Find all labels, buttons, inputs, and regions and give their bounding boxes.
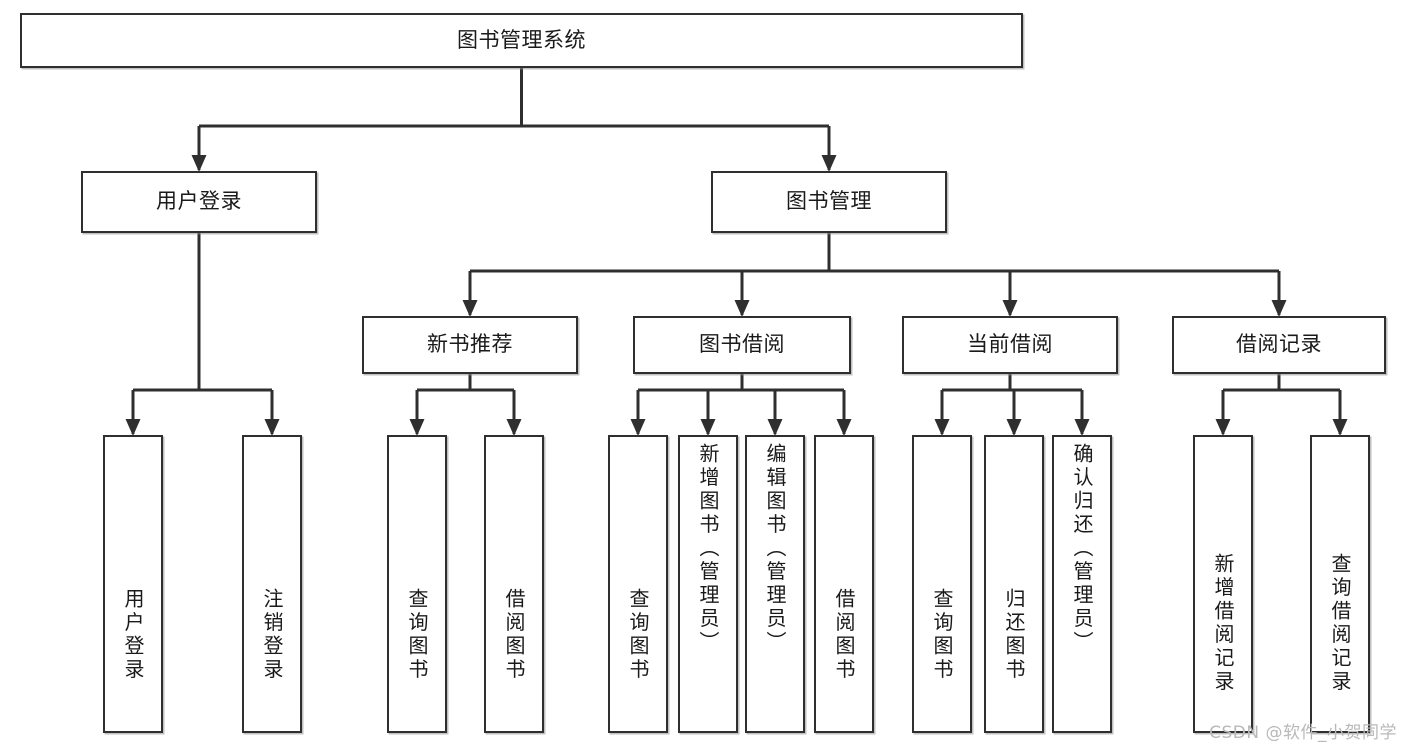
node-borrow-record[interactable]: 借阅记录: [1172, 316, 1386, 374]
node-leaf-logout[interactable]: 注销登录: [242, 435, 302, 733]
node-label: 新增借阅记录: [1211, 552, 1235, 694]
node-label: 注销登录: [260, 588, 284, 682]
node-label: 图书管理系统: [457, 27, 586, 52]
node-label: 用户登录: [121, 588, 145, 682]
node-label: 用户登录: [156, 189, 242, 214]
node-label: 图书管理: [786, 189, 872, 214]
node-new-book-recommend[interactable]: 新书推荐: [362, 316, 578, 374]
node-root[interactable]: 图书管理系统: [20, 13, 1023, 68]
node-label: 借阅记录: [1236, 332, 1322, 357]
node-label: 归还图书: [1002, 588, 1026, 682]
node-label: 确认归还（管理员）: [1070, 443, 1094, 655]
node-label: 借阅图书: [832, 588, 856, 682]
node-leaf-add-book[interactable]: 新增图书（管理员）: [678, 435, 738, 733]
node-label: 新书推荐: [427, 332, 513, 357]
node-leaf-query-record[interactable]: 查询借阅记录: [1310, 435, 1370, 733]
node-label: 查询借阅记录: [1328, 552, 1352, 694]
node-leaf-user-login[interactable]: 用户登录: [103, 435, 163, 733]
node-leaf-query-book-3[interactable]: 查询图书: [912, 435, 972, 733]
node-label: 查询图书: [405, 588, 429, 682]
node-user-login[interactable]: 用户登录: [81, 171, 317, 233]
node-current-borrow[interactable]: 当前借阅: [902, 316, 1118, 374]
node-label: 编辑图书（管理员）: [763, 443, 787, 655]
node-leaf-borrow-book-2[interactable]: 借阅图书: [814, 435, 874, 733]
node-book-manage[interactable]: 图书管理: [711, 171, 947, 233]
node-leaf-return-book[interactable]: 归还图书: [984, 435, 1044, 733]
node-leaf-query-book-2[interactable]: 查询图书: [608, 435, 668, 733]
node-label: 查询图书: [930, 588, 954, 682]
node-label: 图书借阅: [699, 332, 785, 357]
node-book-borrow[interactable]: 图书借阅: [633, 316, 851, 374]
node-leaf-edit-book[interactable]: 编辑图书（管理员）: [745, 435, 805, 733]
node-leaf-add-record[interactable]: 新增借阅记录: [1193, 435, 1253, 733]
node-label: 新增图书（管理员）: [696, 443, 720, 655]
node-label: 借阅图书: [502, 588, 526, 682]
node-label: 当前借阅: [967, 332, 1053, 357]
node-label: 查询图书: [626, 588, 650, 682]
node-leaf-query-book-1[interactable]: 查询图书: [387, 435, 447, 733]
node-leaf-confirm-return[interactable]: 确认归还（管理员）: [1052, 435, 1112, 733]
node-leaf-borrow-book-1[interactable]: 借阅图书: [484, 435, 544, 733]
